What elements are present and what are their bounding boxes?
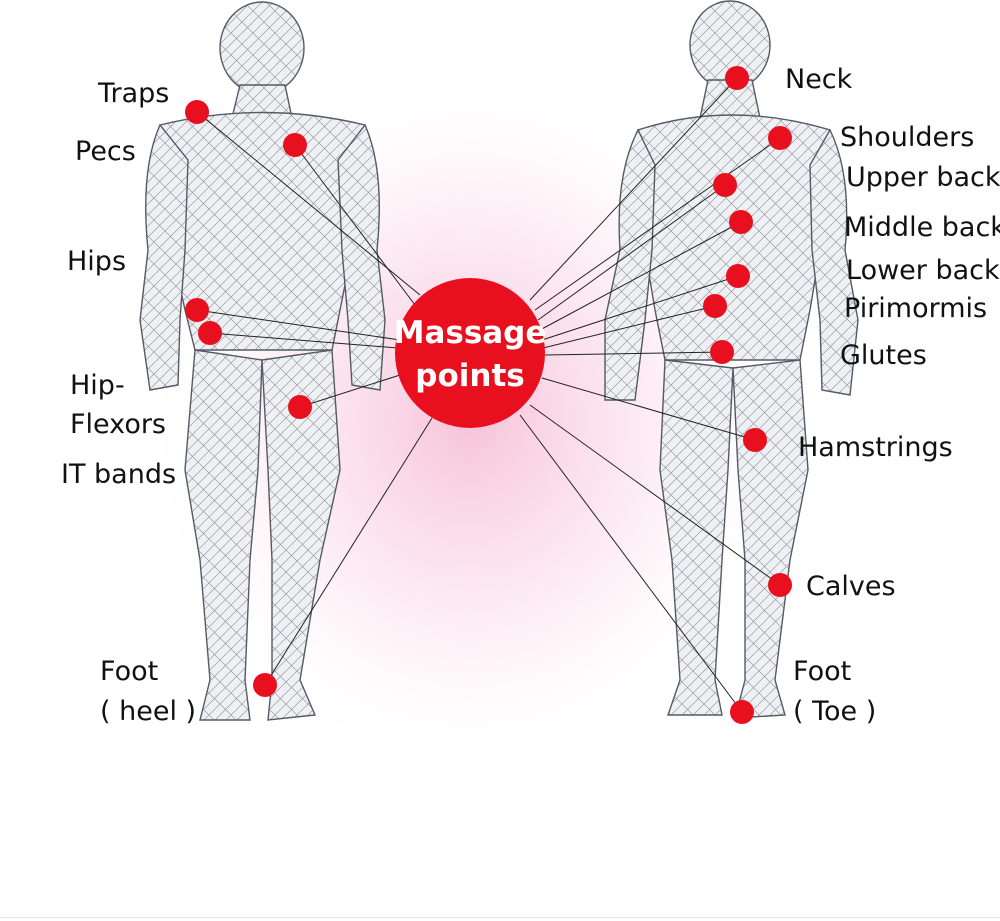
front-right-arm — [337, 123, 386, 391]
label-hip-line1: Hip- — [70, 370, 125, 401]
point-neck — [725, 66, 749, 90]
connector-pirimormis — [542, 305, 716, 349]
front-right-leg — [261, 349, 341, 721]
front-body-figure — [139, 1, 386, 721]
connector-traps — [196, 111, 421, 296]
point-hips-lower — [198, 321, 222, 345]
label-pecs: Pecs — [75, 136, 136, 167]
connector-hamstrings — [541, 377, 756, 441]
bottom-divider — [0, 917, 1000, 918]
label-foot-toe-line2: ( Toe ) — [793, 696, 876, 727]
point-glutes — [710, 340, 734, 364]
label-traps: Traps — [97, 78, 169, 109]
back-left-arm — [604, 128, 656, 401]
point-foot-toe — [730, 700, 754, 724]
label-foot-toe-line1: Foot — [793, 656, 851, 687]
front-labels: Traps Pecs Hips Hip- Flexors IT bands Fo… — [61, 78, 196, 727]
point-middle-back — [729, 210, 753, 234]
point-pirimormis — [703, 294, 727, 318]
label-shoulders: Shoulders — [840, 122, 974, 153]
label-hamstrings: Hamstrings — [798, 432, 953, 463]
label-flexors-line2: Flexors — [70, 409, 166, 440]
point-upper-back — [713, 173, 737, 197]
massage-point-markers — [185, 66, 792, 724]
point-calves — [768, 573, 792, 597]
connector-calves — [529, 404, 781, 586]
connector-foot-toe — [519, 414, 743, 713]
label-middle-back: Middle back — [844, 212, 1000, 243]
connector-hip-flexors — [299, 374, 401, 408]
point-hip-flexors — [288, 395, 312, 419]
connector-lower-back — [541, 275, 739, 341]
label-foot-heel-line1: Foot — [100, 656, 158, 687]
point-hips-upper — [185, 298, 209, 322]
label-it-bands: IT bands — [61, 459, 176, 490]
point-traps — [185, 100, 209, 124]
center-circle — [395, 278, 545, 428]
connector-pecs — [294, 144, 416, 306]
center-label-line1: Massage — [394, 315, 547, 351]
connector-upper-back — [537, 184, 726, 321]
front-left-leg — [184, 349, 263, 721]
label-pirimormis: Pirimormis — [844, 293, 987, 324]
point-lower-back — [726, 264, 750, 288]
center-badge: Massage points — [394, 278, 547, 428]
point-foot-heel — [253, 673, 277, 697]
connector-middle-back — [539, 221, 742, 331]
connector-shoulders — [534, 137, 781, 311]
connector-lines — [196, 77, 781, 713]
label-neck: Neck — [785, 64, 853, 95]
label-lower-back: Lower back — [846, 255, 1000, 286]
back-right-arm — [809, 128, 859, 396]
label-hips: Hips — [67, 246, 126, 277]
label-upper-back: Upper back — [846, 162, 1000, 193]
center-label-line2: points — [415, 358, 524, 394]
connector-neck — [529, 77, 738, 301]
point-hamstrings — [743, 428, 767, 452]
back-torso — [637, 114, 831, 361]
connector-glutes — [544, 351, 723, 356]
label-calves: Calves — [806, 571, 896, 602]
connector-hips-1 — [196, 309, 401, 341]
front-head — [219, 1, 305, 95]
label-glutes: Glutes — [840, 340, 927, 371]
point-shoulders — [768, 126, 792, 150]
point-pecs — [283, 133, 307, 157]
label-foot-heel-line2: ( heel ) — [100, 696, 196, 727]
connector-foot-heel — [264, 417, 433, 686]
front-left-arm — [139, 123, 189, 391]
connector-hips-2 — [209, 332, 399, 349]
back-labels: Neck Shoulders Upper back Middle back Lo… — [785, 64, 1000, 727]
